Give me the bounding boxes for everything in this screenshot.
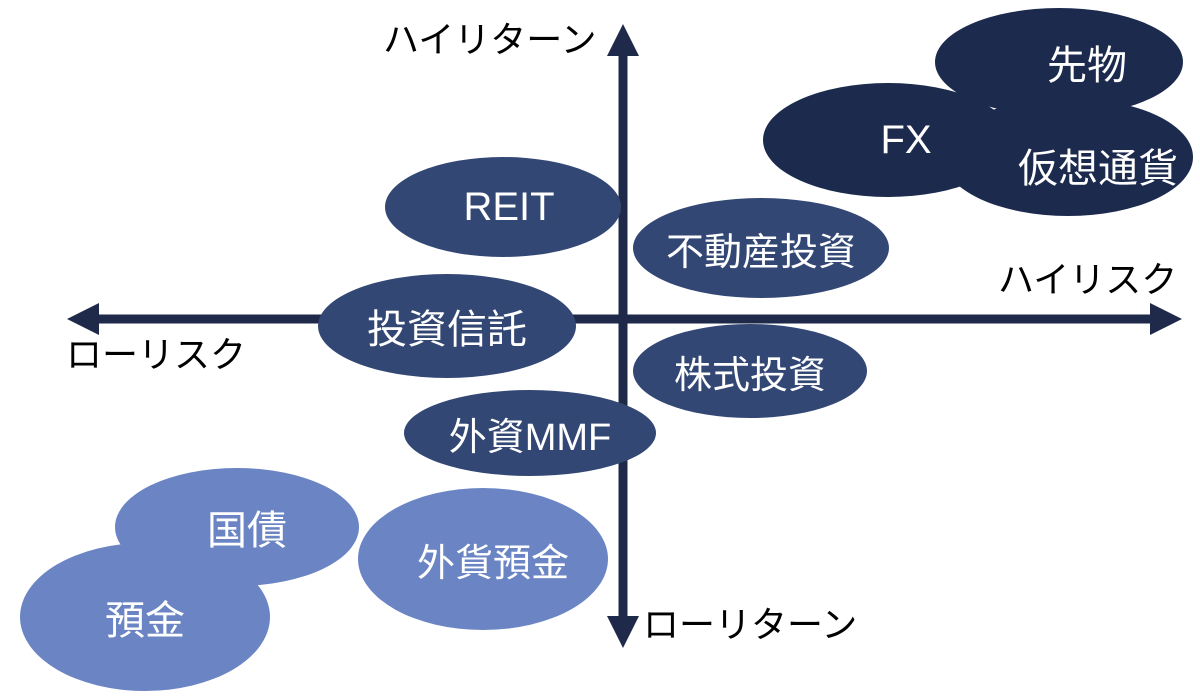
bubble-label: 外貨預金 — [416, 542, 569, 585]
axis-label-low-risk: ローリスク — [66, 334, 247, 375]
bubble-label: 国債 — [207, 509, 287, 553]
bubble-label: 預金 — [105, 599, 185, 643]
bubble-label: 先物 — [1047, 44, 1127, 88]
bubble-fx[interactable]: FX — [763, 83, 1013, 197]
bubble-kabushiki[interactable]: 株式投資 — [633, 324, 867, 418]
axis-label-high-risk: ハイリスク — [998, 259, 1178, 300]
bubble-label: REIT — [463, 184, 555, 229]
bubble-gaikayokin[interactable]: 外貨預金 — [358, 488, 608, 630]
bubble-gaishimmf[interactable]: 外資MMF — [404, 390, 656, 476]
bubble-kokusai[interactable]: 国債 — [115, 468, 359, 586]
bubble-toshishintaku[interactable]: 投資信託 — [318, 274, 576, 378]
axis-label-low-return: ローリターン — [643, 604, 858, 645]
bubble-sakimono[interactable]: 先物 — [935, 8, 1183, 116]
vertical-axis — [607, 24, 639, 648]
bubble-label: 不動産投資 — [665, 231, 856, 274]
bubble-label: 投資信託 — [367, 308, 527, 352]
bubble-reit[interactable]: REIT — [385, 157, 621, 257]
down-arrowhead — [607, 616, 639, 648]
up-arrowhead — [607, 24, 639, 56]
axis-label-high-return: ハイリターン — [383, 19, 597, 60]
bubble-fudosan[interactable]: 不動産投資 — [633, 198, 889, 298]
bubble-label: 株式投資 — [673, 354, 826, 397]
right-arrowhead — [1150, 303, 1182, 335]
bubble-label: 外資MMF — [448, 416, 612, 459]
bubble-label: 仮想通貨 — [1018, 147, 1178, 191]
bubble-label: FX — [880, 117, 932, 162]
left-arrowhead — [67, 303, 99, 335]
